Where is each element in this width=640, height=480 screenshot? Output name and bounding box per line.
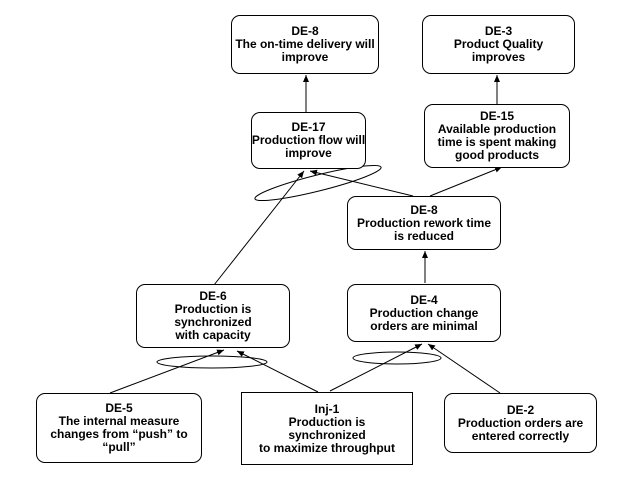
node-id: DE-8 — [410, 202, 438, 217]
node-text-line: improve — [285, 146, 332, 160]
node-text-line: is reduced — [393, 228, 455, 243]
node-text-line: improves — [471, 50, 526, 64]
node-id: DE-2 — [506, 402, 535, 417]
node-text-line: The on-time delivery will — [235, 37, 375, 51]
node-text-line: Product Quality — [453, 37, 544, 51]
edge-arrow — [109, 349, 225, 394]
node-text-line: synchronized — [288, 427, 366, 442]
edge-arrow — [213, 170, 305, 286]
and-connector-ellipse — [352, 351, 442, 365]
node-id: DE-5 — [105, 401, 133, 415]
node-text-line: Production change — [369, 305, 479, 320]
node-text-line: Available production — [437, 122, 557, 136]
node-text-line: with capacity — [175, 328, 251, 342]
edge-arrow — [309, 169, 414, 197]
node-de8-on-time-delivery: DE-8 The on-time delivery will improve — [231, 15, 379, 74]
node-text-line: synchronized — [174, 315, 252, 329]
node-id: Inj-1 — [314, 401, 340, 416]
node-id: DE-4 — [410, 292, 438, 307]
node-id: DE-6 — [199, 289, 227, 303]
node-id: DE-3 — [484, 24, 513, 38]
node-de8-rework-time: DE-8 Production rework time is reduced — [347, 196, 501, 250]
node-de6-synchronized-capacity: DE-6 Production is synchronized with cap… — [136, 284, 290, 348]
node-text-line: to maximize throughput — [259, 440, 395, 455]
node-text-line: improve — [281, 50, 329, 64]
node-de15-available-production-time: DE-15 Available production time is spent… — [424, 104, 570, 168]
edge-arrow — [329, 343, 423, 392]
node-text-line: The internal measure — [58, 414, 180, 428]
node-text-line: good products — [455, 148, 539, 162]
node-de4-change-orders: DE-4 Production change orders are minima… — [347, 284, 501, 342]
node-text-line: orders are minimal — [370, 318, 478, 333]
node-text-line: changes from “push” to — [50, 427, 188, 441]
node-text-line: Production orders are — [457, 415, 584, 430]
node-id: DE-17 — [291, 120, 326, 134]
and-connector-ellipse — [156, 355, 268, 369]
node-id: DE-8 — [291, 24, 319, 38]
node-de5-internal-measure: DE-5 The internal measure changes from “… — [36, 393, 202, 463]
edge-arrow — [429, 166, 503, 197]
node-text-line: entered correctly — [471, 428, 570, 443]
edge-arrow — [427, 343, 501, 394]
node-inj1-injection: Inj-1 Production is synchronized to maxi… — [241, 392, 413, 465]
node-text-line: Production rework time — [356, 215, 492, 230]
node-de3-product-quality: DE-3 Product Quality improves — [422, 15, 575, 74]
node-text-line: Production is — [174, 302, 252, 316]
node-de17-production-flow: DE-17 Production flow will improve — [251, 112, 366, 169]
node-text-line: Production flow will — [251, 133, 366, 147]
node-id: DE-15 — [479, 109, 514, 123]
edge-arrow — [236, 350, 319, 393]
node-text-line: time is spent making — [437, 135, 557, 149]
node-text-line: “pull” — [102, 440, 136, 454]
node-de2-orders-entered: DE-2 Production orders are entered corre… — [444, 393, 597, 453]
node-text-line: Production is — [288, 414, 366, 429]
